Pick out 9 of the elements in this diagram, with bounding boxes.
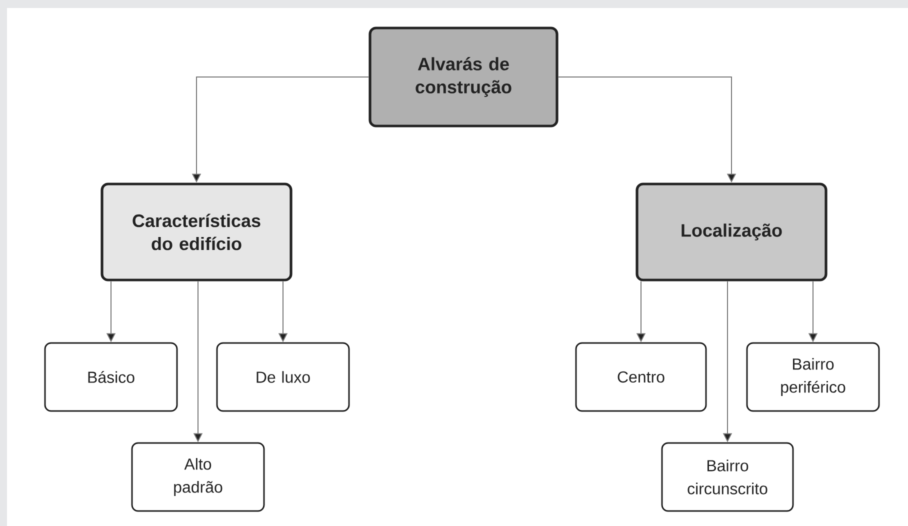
category-box: Alvarás de construção — [368, 26, 558, 128]
category-box: Características do edifício — [100, 182, 292, 282]
option-box: Centro — [575, 342, 707, 412]
option-box: Bairro circunscrito — [661, 442, 794, 512]
category-box: Localização — [636, 182, 828, 282]
option-box: Alto padrão — [131, 442, 265, 512]
option-box: Bairro periférico — [746, 342, 880, 412]
option-box: De luxo — [216, 342, 350, 412]
option-box: Básico — [44, 342, 178, 412]
